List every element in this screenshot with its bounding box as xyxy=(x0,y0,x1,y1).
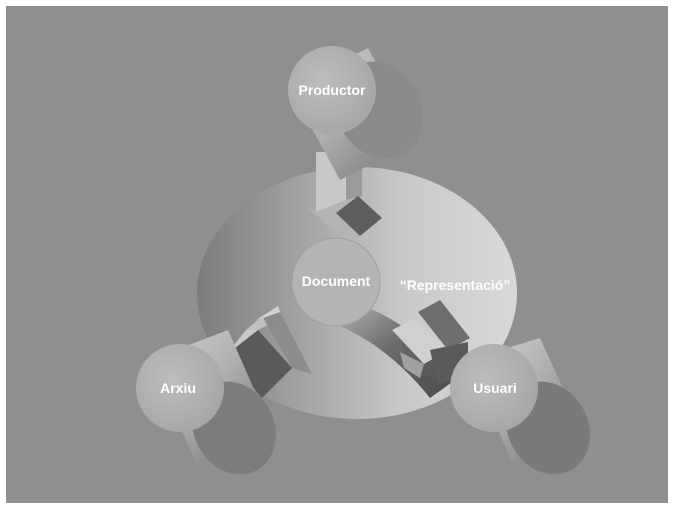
productor-cylinder xyxy=(288,46,423,180)
document-label: Document xyxy=(302,273,371,289)
usuari-label: Usuari xyxy=(473,380,517,396)
usuari-cylinder xyxy=(450,338,590,475)
document-node xyxy=(291,237,381,327)
arxiu-label: Arxiu xyxy=(160,380,196,396)
arrow-arxiu-to-document xyxy=(226,306,312,398)
productor-label: Productor xyxy=(299,82,366,98)
representacio-label: “Representació” xyxy=(400,277,510,293)
arxiu-cylinder xyxy=(136,330,276,475)
